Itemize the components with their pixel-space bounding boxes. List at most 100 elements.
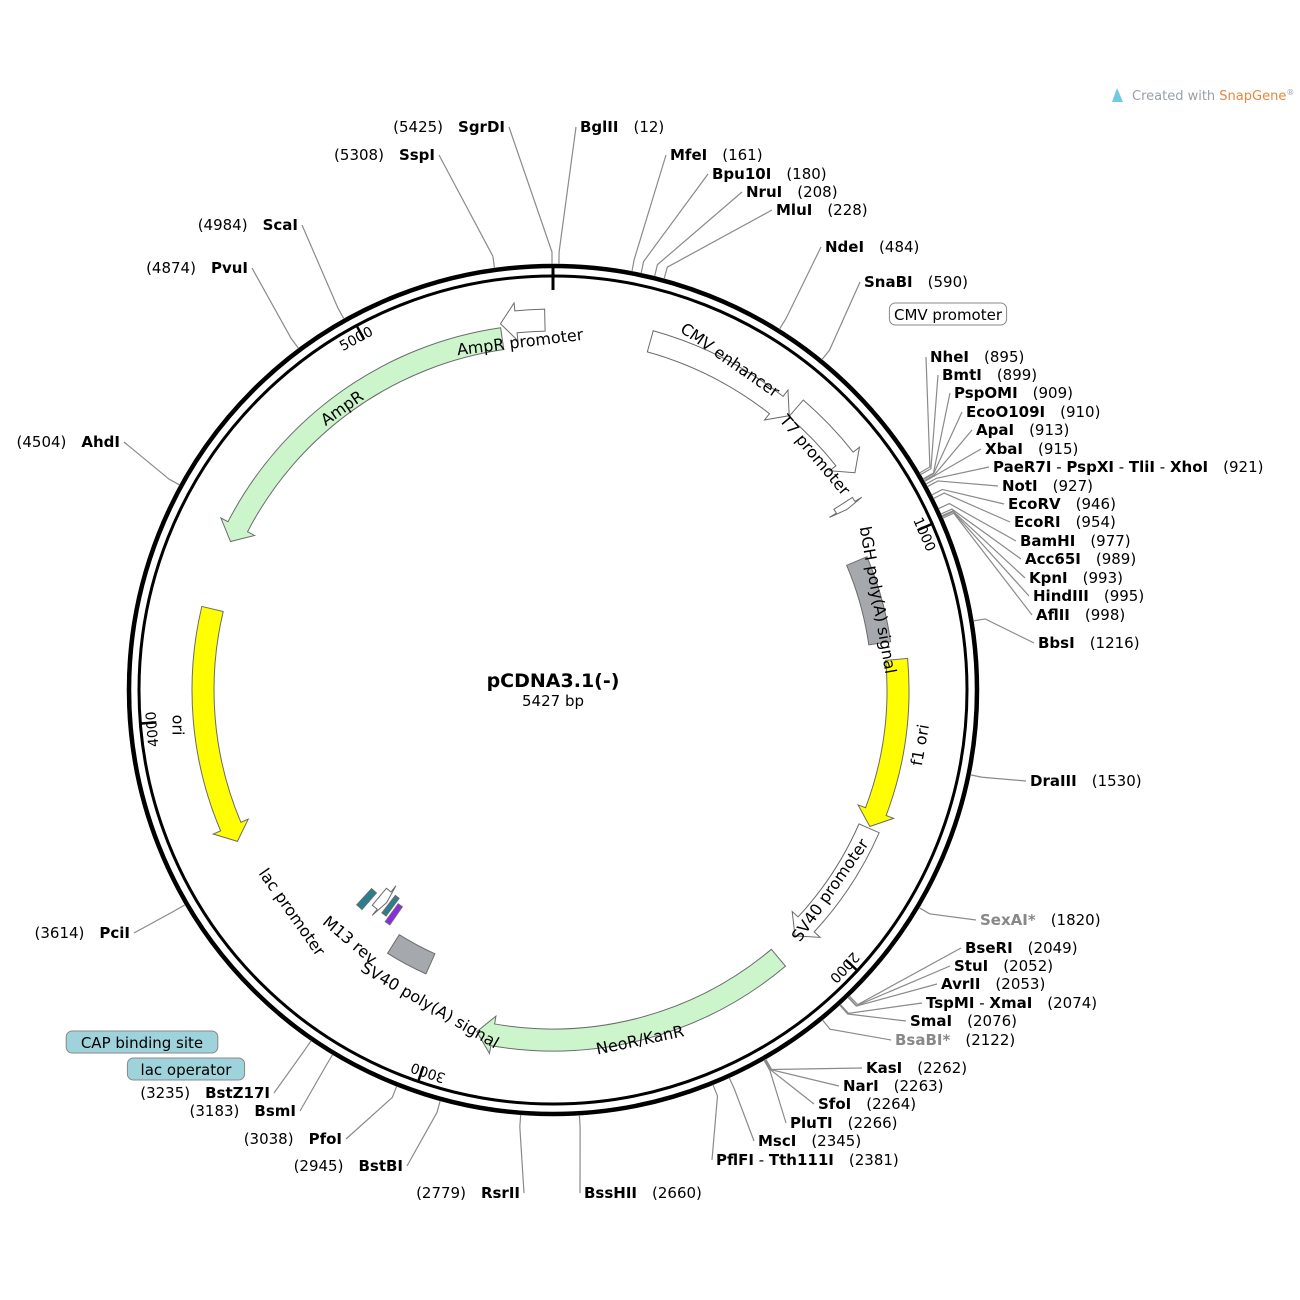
plasmid-length: 5427 bp xyxy=(522,692,584,710)
site-name: DraIII xyxy=(1030,772,1077,790)
feature-lac-operator xyxy=(381,894,400,917)
site-name: SnaBI xyxy=(864,273,913,291)
site-name: BbsI xyxy=(1038,634,1075,652)
site-name: RsrII xyxy=(481,1184,520,1202)
site-name: BseRI xyxy=(965,939,1013,957)
site-name: PluTI xyxy=(790,1114,833,1132)
site-leader-apai xyxy=(923,429,973,482)
site-label-acc65i: Acc65I (989) xyxy=(1025,550,1136,568)
site-label-bsabi: BsaBI* (2122) xyxy=(895,1031,1015,1049)
site-leader-snabi xyxy=(821,281,861,360)
site-leader-bsshii xyxy=(578,1115,581,1194)
site-label-pspomi: PspOMI (909) xyxy=(954,384,1073,402)
feature-sv40-poly-a-signal xyxy=(386,934,436,975)
feature-bgh-poly-a-signal xyxy=(845,556,892,646)
site-label-pcii: (3614) PciI xyxy=(35,924,131,942)
site-label-nrui: NruI (208) xyxy=(746,183,838,201)
credit-text: Created with xyxy=(1132,89,1219,104)
site-leader-nrui xyxy=(654,191,743,277)
tick-label-5000: 5000 xyxy=(337,324,376,355)
feature-lac-promoter xyxy=(371,885,397,916)
site-label-bmti: BmtI (899) xyxy=(942,366,1037,384)
site-name: BssHII xyxy=(584,1184,637,1202)
site-label-xbai: XbaI (915) xyxy=(985,440,1078,458)
site-label-aflii: AflII (998) xyxy=(1036,606,1125,624)
site-name: SgrDI xyxy=(458,118,505,136)
label-box xyxy=(126,1057,246,1081)
site-leader-bstbi xyxy=(406,1100,441,1167)
site-label-ecorv: EcoRV (946) xyxy=(1008,495,1116,513)
site-name: AhdI xyxy=(81,433,120,451)
feature-cap-binding-site xyxy=(355,887,378,911)
site-label-snabi: SnaBI (590) xyxy=(864,273,968,291)
site-leader-pcii xyxy=(133,904,186,934)
site-label-scai: (4984) ScaI xyxy=(198,216,298,234)
site-label-rsrii: (2779) RsrII xyxy=(416,1184,520,1202)
site-leader-ecori xyxy=(933,492,1011,523)
site-name: PaeR7I xyxy=(993,458,1051,476)
site-label-bamhi: BamHI (977) xyxy=(1020,532,1131,550)
feature-label-lac-promoter: lac promoter xyxy=(255,865,330,960)
site-name: TliI xyxy=(1129,458,1155,476)
site-leader-pvui xyxy=(251,267,299,349)
site-label-sexai: SexAI* (1820) xyxy=(980,911,1101,929)
site-name: HindIII xyxy=(1033,587,1089,605)
feature-label-lac-operator: lac operator xyxy=(141,1061,233,1079)
site-leader-bsabi xyxy=(821,1019,892,1041)
feature-label-sv40-poly-a-signal: SV40 poly(A) signal xyxy=(358,958,503,1053)
site-leader-kpni xyxy=(941,510,1026,579)
site-name: SmaI xyxy=(910,1012,952,1030)
site-name: PflFI xyxy=(716,1151,754,1169)
feature-ampr xyxy=(219,327,505,543)
site-leader-bsmi xyxy=(299,1054,334,1112)
tick-3000 xyxy=(417,1065,425,1081)
site-leaders xyxy=(123,126,1035,1194)
plasmid-name: pCDNA3.1(-) xyxy=(487,670,620,692)
feature-m13-rev xyxy=(384,903,404,926)
feature-label-cap-binding-site: CAP binding site xyxy=(81,1034,203,1052)
site-leader-nari xyxy=(764,1059,840,1087)
site-label-mfei: MfeI (161) xyxy=(670,146,763,164)
site-name: XhoI xyxy=(1170,458,1208,476)
site-leader-noti xyxy=(927,480,999,488)
feature-sv40-promoter xyxy=(791,823,880,938)
site-leader-bpu10i xyxy=(640,173,709,274)
site-label-tspmi-xmai: TspMI - XmaI (2074) xyxy=(926,994,1097,1012)
snapgene-logo-icon xyxy=(1112,88,1123,102)
site-label-bstbi: (2945) BstBI xyxy=(294,1157,403,1175)
site-leader-rsrii xyxy=(519,1114,525,1194)
snapgene-credit: Created with SnapGene® xyxy=(1112,88,1294,104)
site-name: NheI xyxy=(930,348,969,366)
site-leader-ndei xyxy=(778,246,822,330)
site-name: SfoI xyxy=(818,1095,851,1113)
site-name: NarI xyxy=(843,1077,879,1095)
site-leader-pflfi-tth111i xyxy=(711,1084,719,1161)
feature-label-box-lac-operator: lac operator xyxy=(126,1057,246,1081)
site-label-nhei: NheI (895) xyxy=(930,348,1024,366)
site-label-hindiii: HindIII (995) xyxy=(1033,587,1144,605)
site-leader-hindiii xyxy=(941,511,1030,597)
site-label-bglii: BglII (12) xyxy=(580,118,664,136)
site-label-pvui: (4874) PvuI xyxy=(146,259,248,277)
site-leader-aflii xyxy=(942,512,1033,616)
site-leader-scai xyxy=(301,224,345,320)
site-name: StuI xyxy=(954,957,988,975)
tick-5000 xyxy=(355,325,366,341)
site-leader-xbai xyxy=(924,448,982,483)
site-label-draiii: DraIII (1530) xyxy=(1030,772,1142,790)
site-name: MscI xyxy=(758,1132,796,1150)
site-label-kasi: KasI (2262) xyxy=(866,1059,967,1077)
label-box xyxy=(888,302,1008,326)
site-label-mlui: MluI (228) xyxy=(776,201,868,219)
feature-label-ori: ori xyxy=(169,715,188,736)
site-name: XmaI xyxy=(989,994,1032,1012)
site-leader-sfoi xyxy=(764,1059,815,1105)
site-label-nari: NarI (2263) xyxy=(843,1077,944,1095)
site-label-noti: NotI (927) xyxy=(1002,477,1093,495)
feature-label-box-cmv-promoter: CMV promoter xyxy=(888,302,1008,326)
site-name: AflII xyxy=(1036,606,1070,624)
site-leader-ahdi xyxy=(123,441,180,486)
site-leader-bmti xyxy=(920,374,939,476)
